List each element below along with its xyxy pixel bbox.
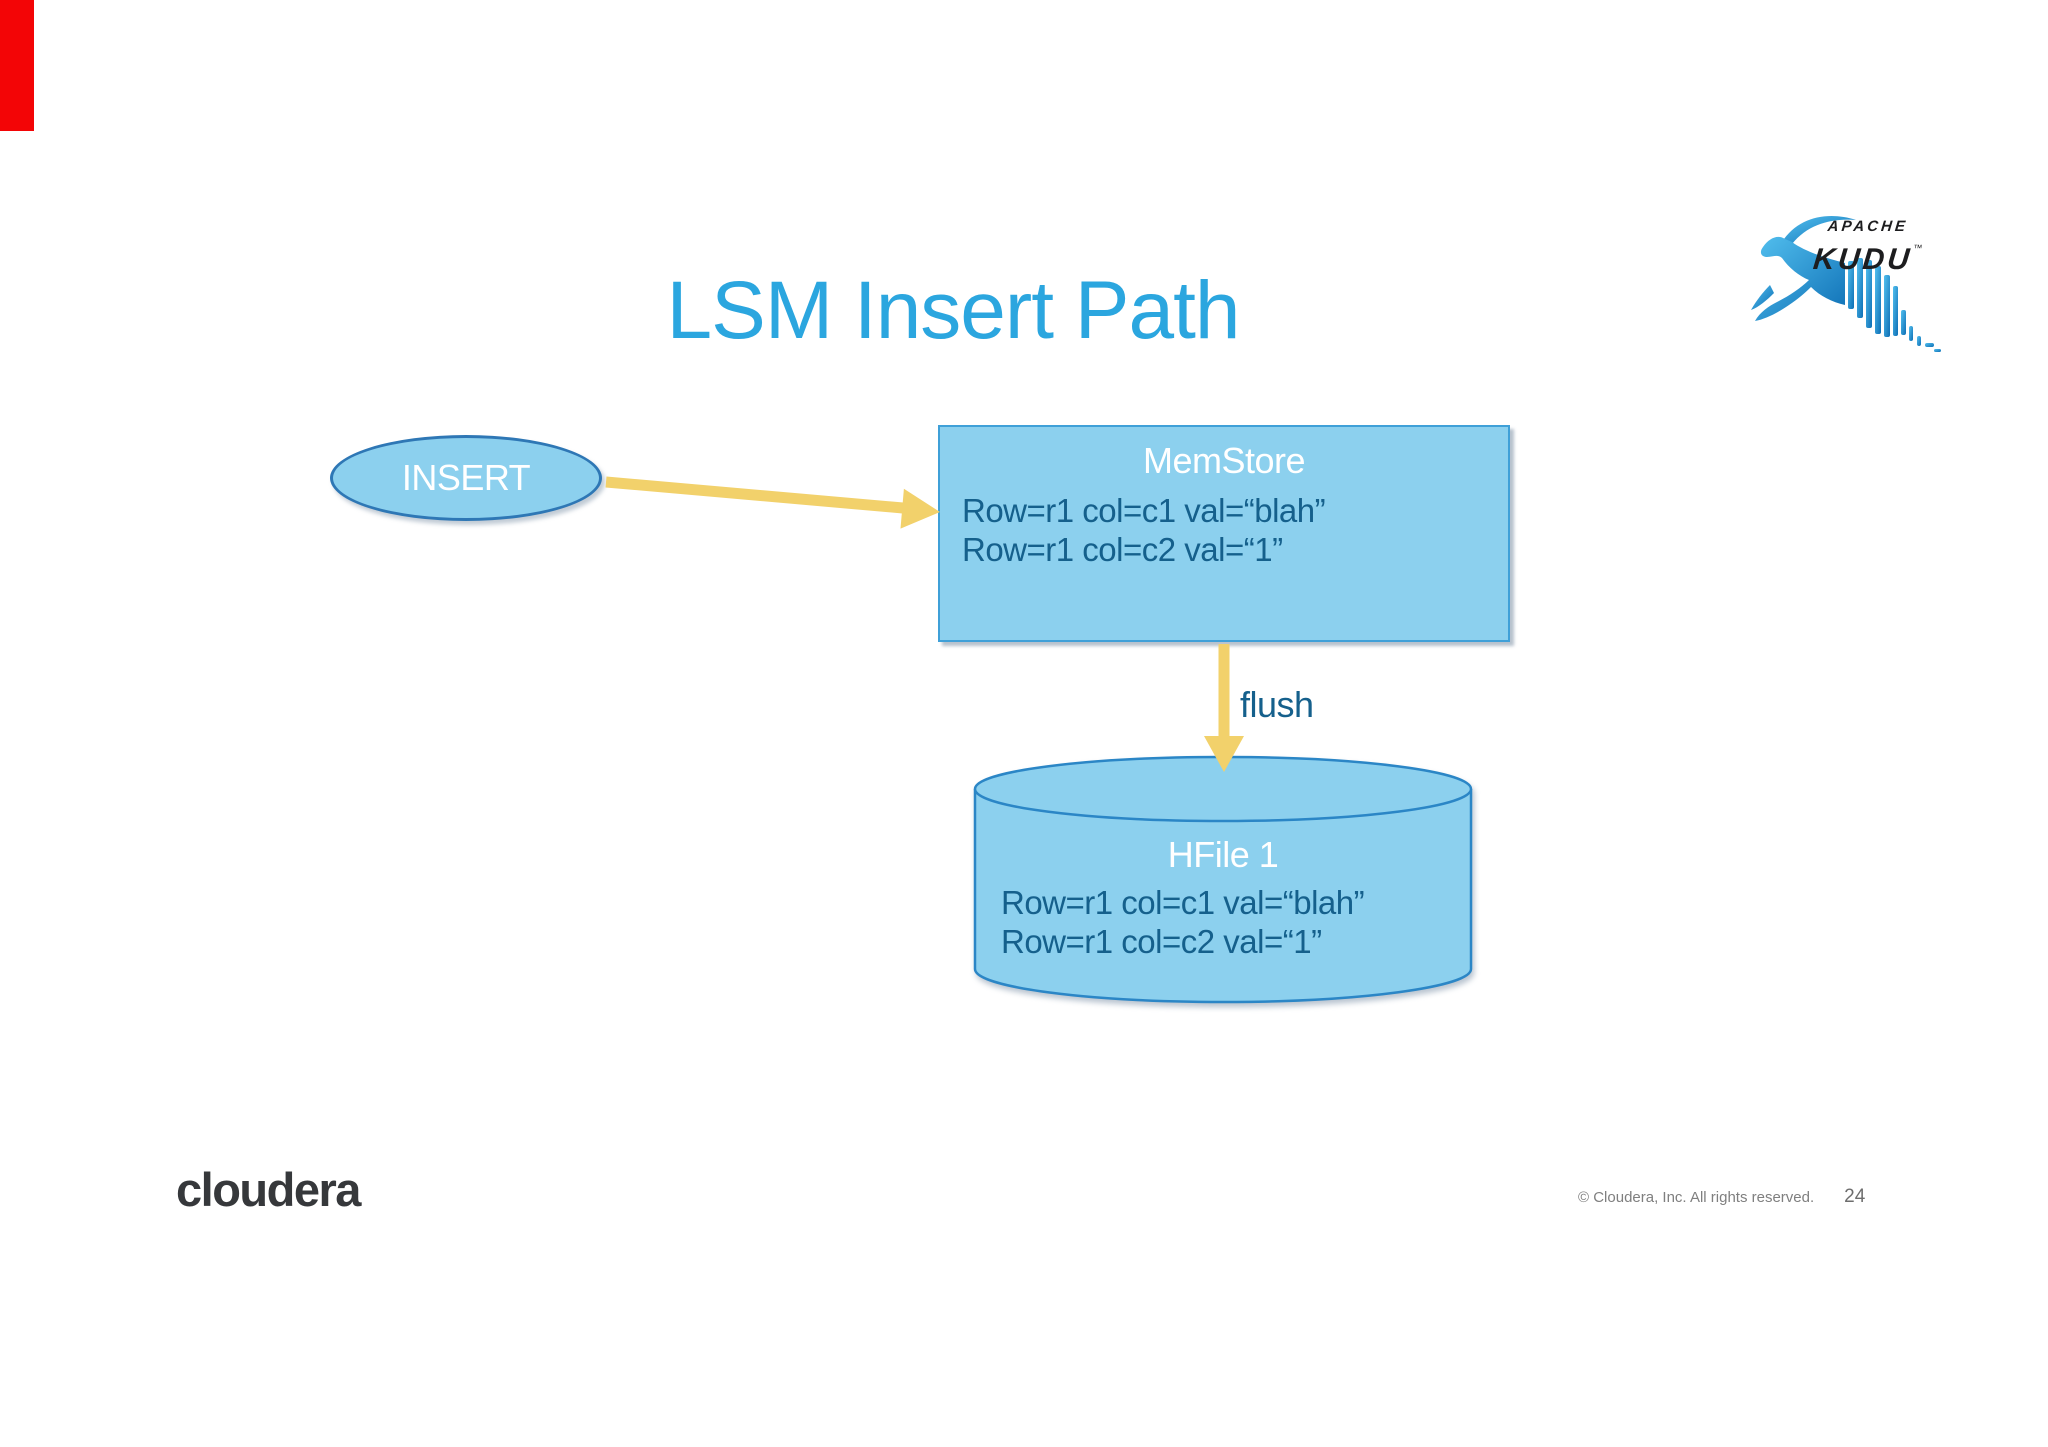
hfile-content: HFile 1 Row=r1 col=c1 val=“blah” Row=r1 … (973, 755, 1473, 961)
red-corner-marker (0, 0, 34, 131)
hfile-row: Row=r1 col=c1 val=“blah” (1001, 884, 1365, 921)
memstore-title: MemStore (1142, 440, 1306, 481)
memstore-row: Row=r1 col=c2 val=“1” (962, 531, 1283, 568)
flush-label: flush (1240, 684, 1314, 725)
kudu-apache-label: APACHE (1827, 218, 1910, 235)
memstore-box: MemStore Row=r1 col=c1 val=“blah” Row=r1… (938, 425, 1510, 642)
trademark-symbol: ™ (1913, 243, 1924, 253)
cloudera-logo: cloudera (176, 1163, 361, 1216)
slide-title: LSM Insert Path (666, 265, 1241, 356)
kudu-logo-text: APACHE KUDU™ (1812, 218, 1924, 276)
insert-node: INSERT (330, 435, 602, 521)
footer: © Cloudera, Inc. All rights reserved. 24 (1578, 1186, 1865, 1208)
insert-label: INSERT (401, 457, 531, 498)
flush-arrow (1204, 644, 1244, 772)
kudu-antelope-icon (1751, 216, 1941, 352)
hfile-cylinder: HFile 1 Row=r1 col=c1 val=“blah” Row=r1 … (973, 755, 1473, 1005)
cylinder-shape (973, 755, 1473, 1004)
hfile-title: HFile 1 (1167, 834, 1279, 875)
hfile-row: Row=r1 col=c2 val=“1” (1001, 923, 1322, 960)
page-number: 24 (1844, 1186, 1866, 1207)
insert-arrow (605, 476, 940, 529)
kudu-logo: APACHE KUDU™ (1748, 205, 1988, 360)
memstore-row: Row=r1 col=c1 val=“blah” (962, 492, 1326, 529)
memstore-rows: Row=r1 col=c1 val=“blah” Row=r1 col=c2 v… (940, 491, 1508, 569)
hfile-rows: Row=r1 col=c1 val=“blah” Row=r1 col=c2 v… (973, 883, 1473, 961)
copyright-text: © Cloudera, Inc. All rights reserved. (1578, 1189, 1815, 1206)
kudu-name-label: KUDU™ (1812, 243, 1924, 276)
